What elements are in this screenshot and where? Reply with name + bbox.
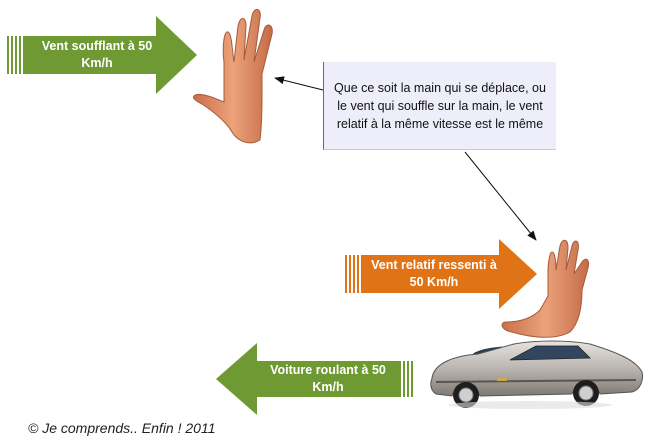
car-icon xyxy=(430,340,643,409)
car-moving-arrow xyxy=(216,343,413,415)
hand-car-icon xyxy=(501,239,589,338)
copyright-footer: © Je comprends.. Enfin ! 2011 xyxy=(28,420,216,436)
wind-blowing-label: Vent soufflant à 50 Km/h xyxy=(41,39,153,70)
hand-top-icon xyxy=(193,9,273,144)
relative-wind-arrow xyxy=(345,239,537,309)
relative-wind-label: Vent relatif ressenti à 50 Km/h xyxy=(371,258,497,289)
explanation-callout: Que ce soit la main qui se déplace, ou l… xyxy=(323,62,556,150)
wind-blowing-arrow xyxy=(7,16,197,94)
callout-to-top-hand-arrow xyxy=(274,76,324,91)
car-moving-label: Voiture roulant à 50 Km/h xyxy=(270,363,386,394)
callout-to-car-hand-arrow xyxy=(464,151,537,241)
callout-text: Que ce soit la main qui se déplace, ou l… xyxy=(334,80,546,131)
